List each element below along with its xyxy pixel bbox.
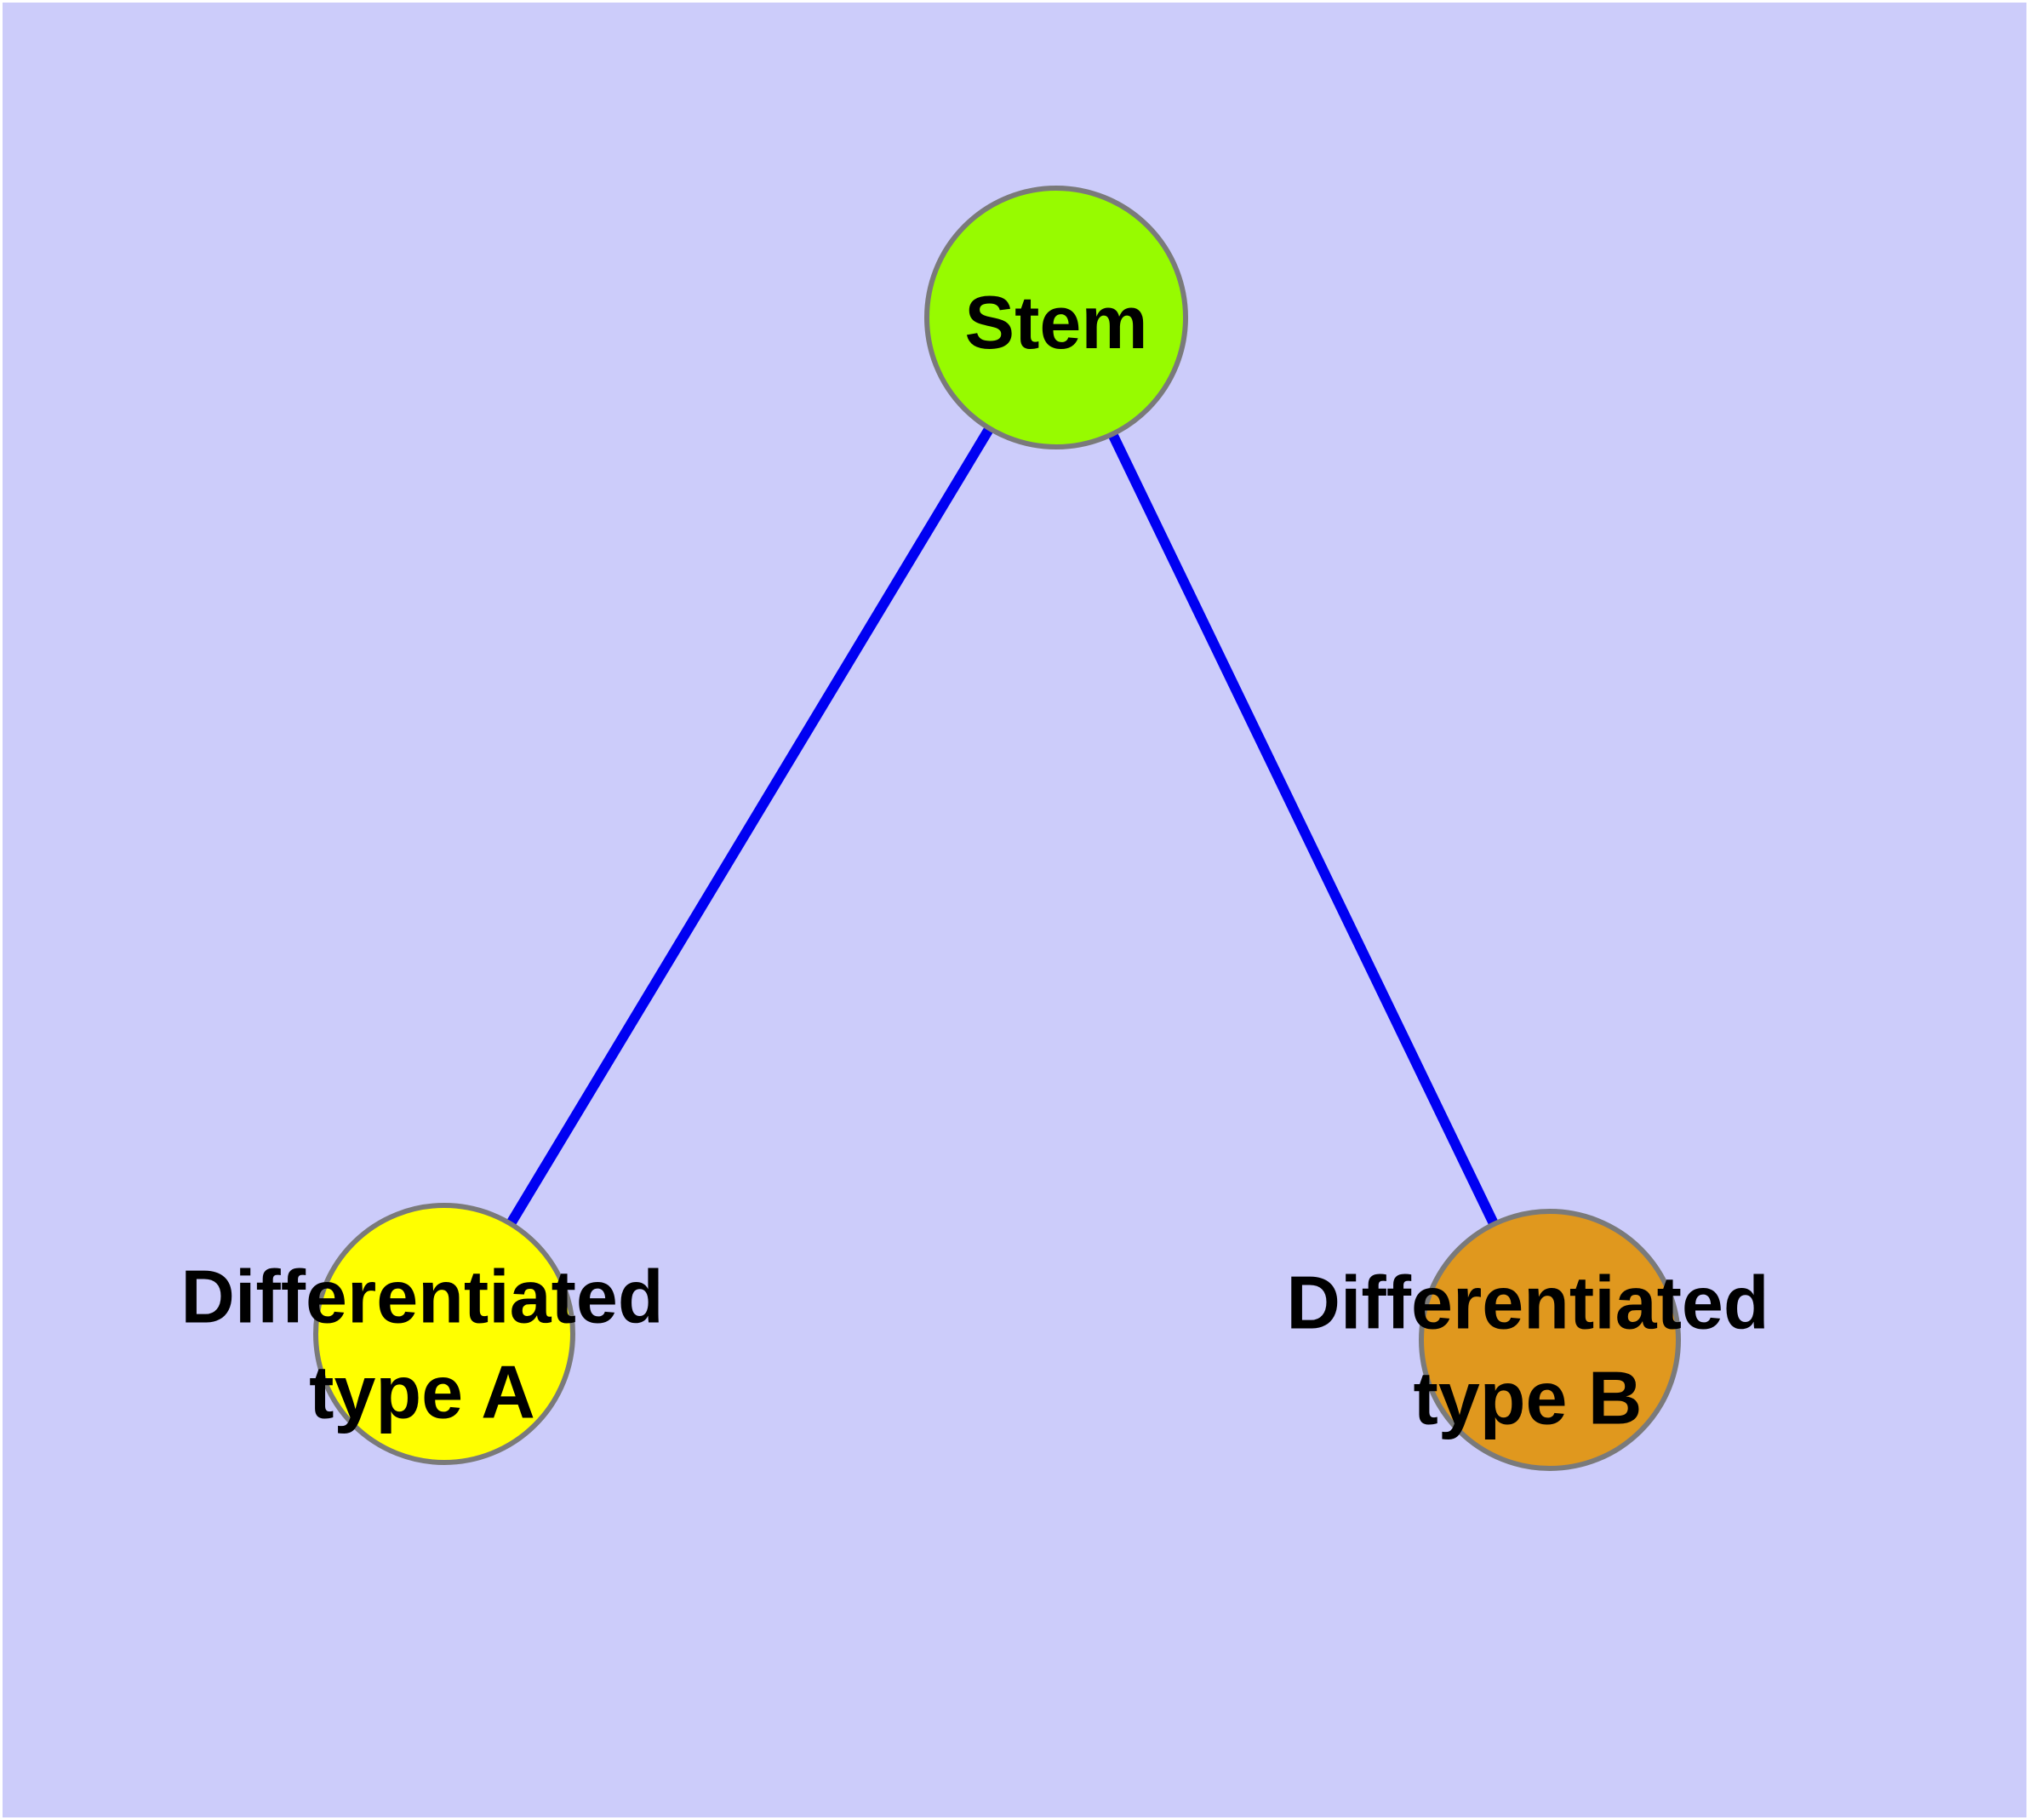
edge-stem-to-diff-type-b (1051, 315, 1555, 1342)
graph-svg (313, 186, 1681, 1471)
edge-stem-to-diff-type-a (439, 314, 1061, 1337)
node-diff-type-a-circle (313, 1203, 575, 1465)
node-stem-circle (924, 186, 1188, 449)
node-diff-type-b-circle (1419, 1209, 1681, 1471)
